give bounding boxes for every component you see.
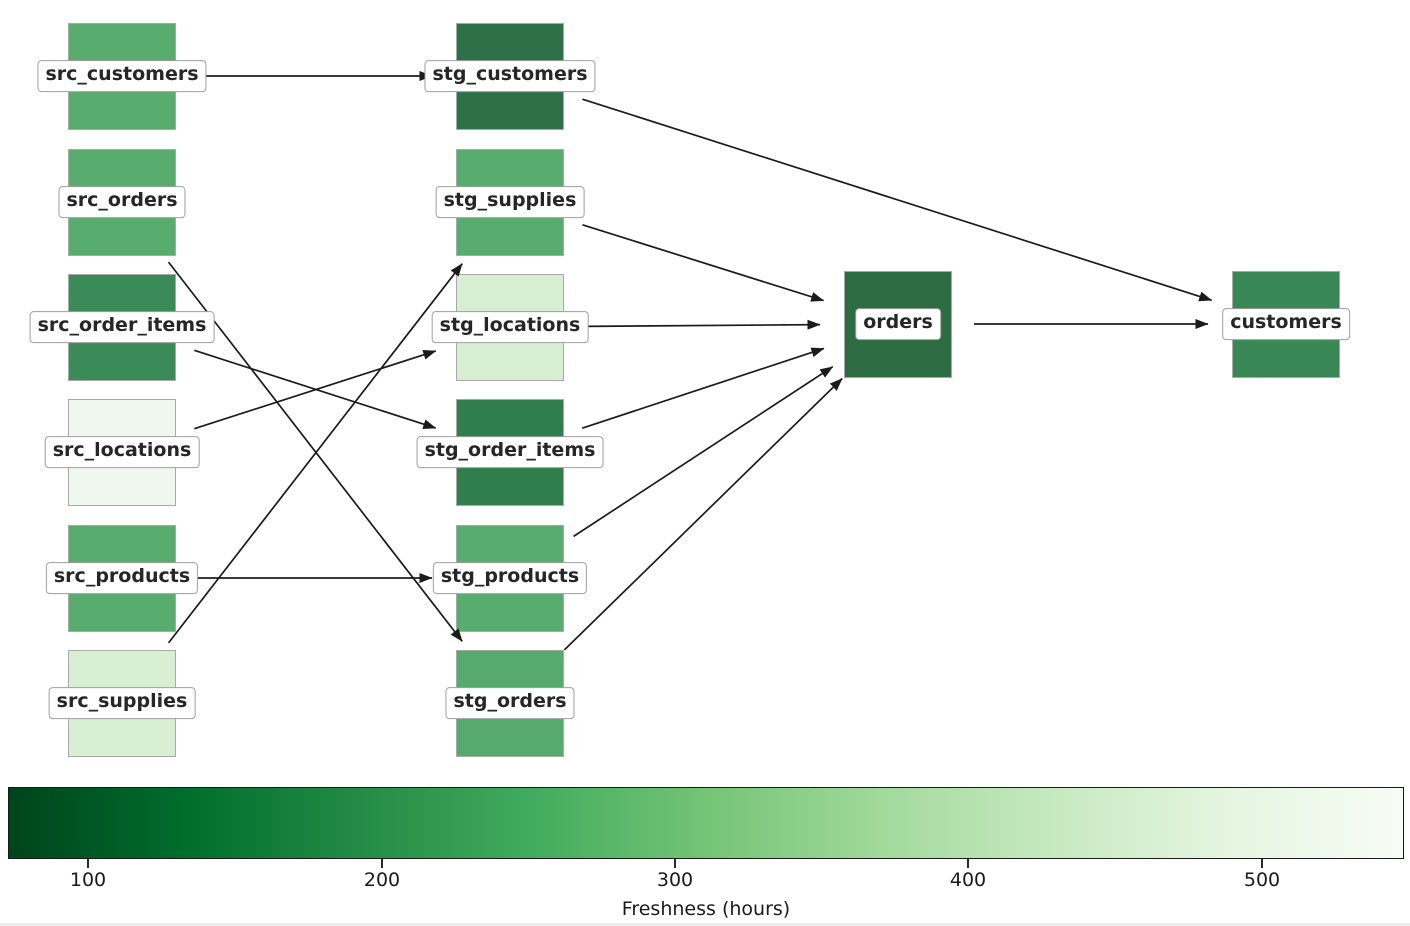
edge-stg_order_items-orders — [581, 347, 825, 429]
node-label-orders: orders — [855, 308, 941, 340]
edge-stg_supplies-orders — [582, 223, 825, 302]
edge-src_supplies-stg_supplies — [167, 263, 463, 644]
colorbar-tick-label-300: 300 — [656, 869, 694, 891]
colorbar-tick-500 — [1261, 859, 1263, 868]
colorbar-tick-label-400: 400 — [949, 869, 987, 891]
node-label-stg_supplies: stg_supplies — [435, 186, 585, 218]
node-label-customers: customers — [1222, 308, 1350, 340]
colorbar-tick-label-200: 200 — [363, 869, 401, 891]
freshness-colorbar — [8, 787, 1404, 859]
node-label-stg_order_items: stg_order_items — [416, 436, 604, 468]
node-label-stg_customers: stg_customers — [424, 60, 596, 92]
colorbar-tick-label-100: 100 — [69, 869, 107, 891]
edge-stg_customers-customers — [582, 98, 1213, 302]
edge-stg_orders-orders — [563, 377, 843, 651]
node-label-src_supplies: src_supplies — [48, 687, 196, 719]
colorbar-tick-200 — [381, 859, 383, 868]
node-label-src_customers: src_customers — [37, 60, 207, 92]
edge-stg_products-orders — [573, 366, 834, 538]
node-label-stg_products: stg_products — [432, 562, 588, 594]
colorbar-tick-400 — [967, 859, 969, 868]
node-label-stg_orders: stg_orders — [445, 687, 575, 719]
node-label-src_order_items: src_order_items — [29, 311, 215, 343]
node-label-stg_locations: stg_locations — [431, 311, 589, 343]
edge-stg_locations-orders — [585, 319, 821, 330]
node-label-src_products: src_products — [45, 562, 199, 594]
edge-src_locations-stg_locations — [194, 349, 437, 430]
node-label-src_locations: src_locations — [44, 436, 200, 468]
window-bottom-edge — [0, 923, 1410, 926]
node-label-src_orders: src_orders — [58, 186, 186, 218]
colorbar-tick-300 — [674, 859, 676, 868]
colorbar-tick-label-500: 500 — [1243, 869, 1281, 891]
colorbar-tick-100 — [87, 859, 89, 868]
colorbar-axis-label: Freshness (hours) — [621, 898, 791, 920]
